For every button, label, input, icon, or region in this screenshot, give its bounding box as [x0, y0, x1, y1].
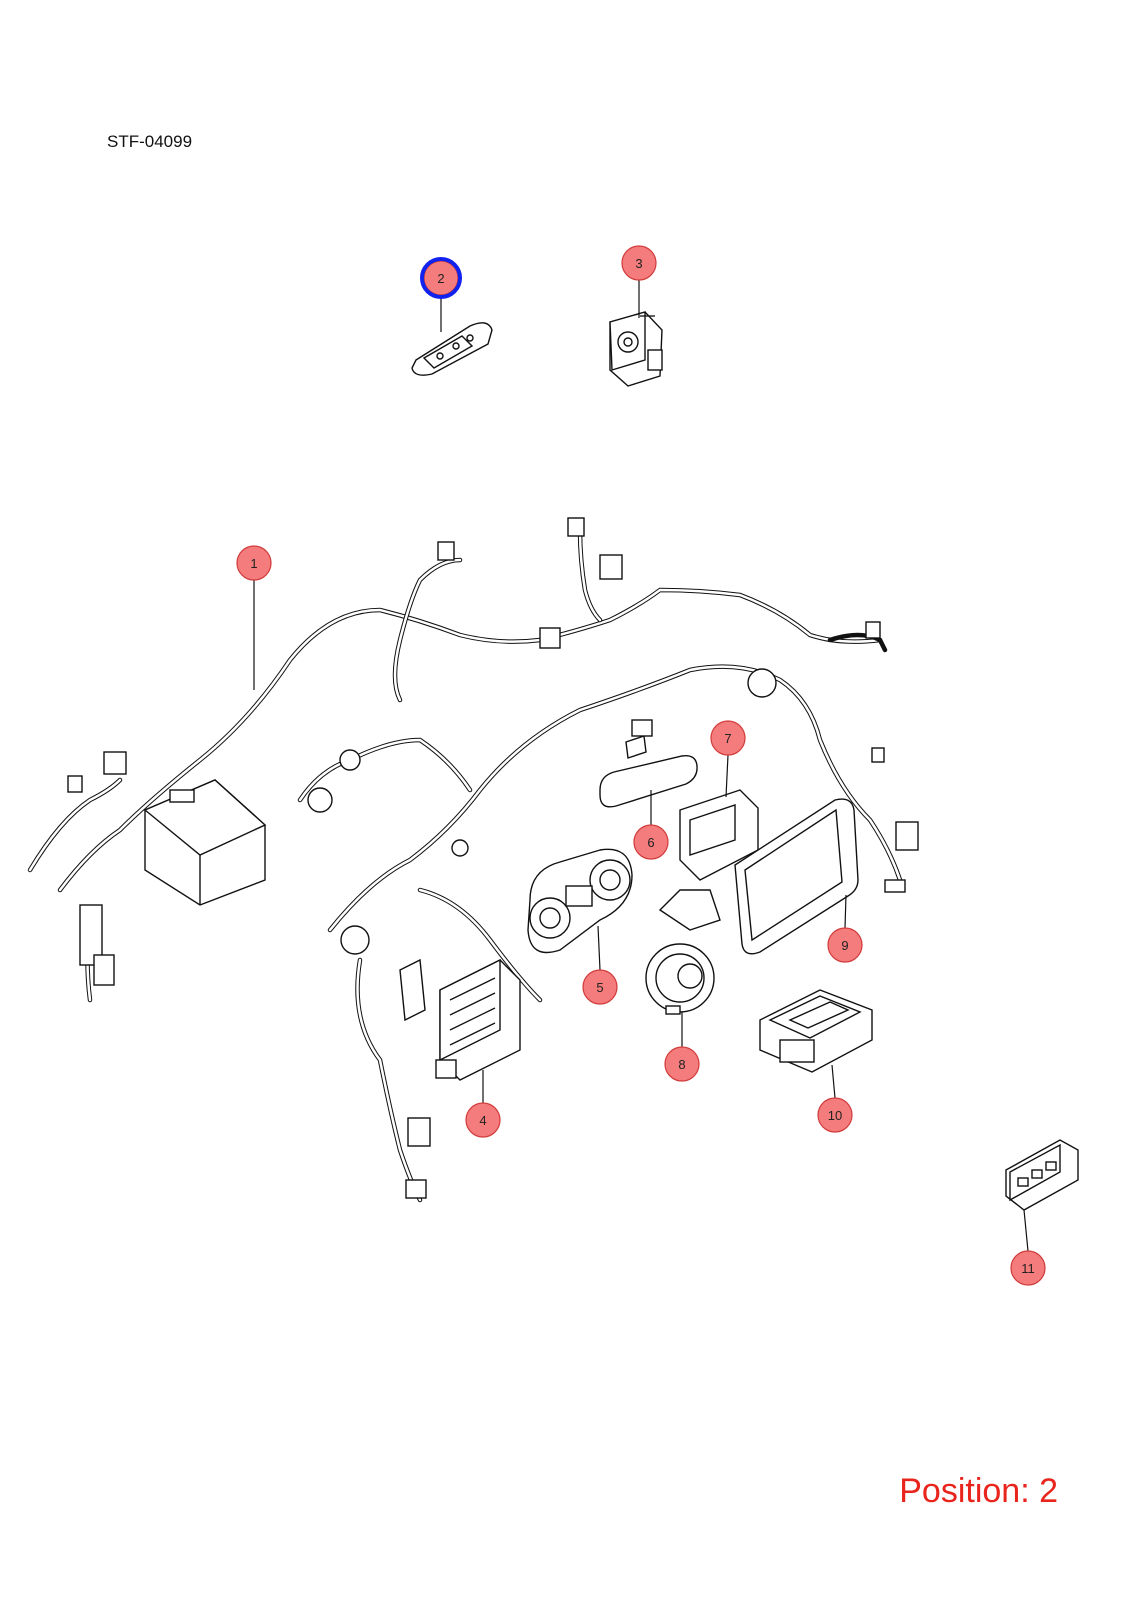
callout-2[interactable]: 2 — [420, 257, 462, 299]
callout-9-label: 9 — [841, 938, 848, 953]
callout-5-label: 5 — [596, 980, 603, 995]
callout-7-label: 7 — [724, 731, 731, 746]
callout-4-label: 4 — [479, 1113, 486, 1128]
position-label: Position: 2 — [899, 1472, 1058, 1510]
instrument-cluster-part[interactable] — [527, 848, 633, 954]
clock-spring-part[interactable] — [645, 943, 715, 1015]
control-module-part[interactable] — [759, 989, 873, 1073]
callout-10-label: 10 — [828, 1108, 842, 1123]
display-bracket-part[interactable] — [658, 789, 759, 931]
callout-6[interactable]: 6 — [633, 824, 669, 860]
rearview-mirror-part[interactable] — [599, 719, 698, 808]
callout-11-label: 11 — [1021, 1261, 1035, 1276]
callout-6-label: 6 — [647, 835, 654, 850]
wiring-harness-part[interactable] — [27, 517, 919, 1203]
key-fob-part[interactable] — [411, 322, 493, 376]
callout-2-label: 2 — [437, 271, 444, 286]
callout-4[interactable]: 4 — [465, 1102, 501, 1138]
callout-5[interactable]: 5 — [582, 969, 618, 1005]
switch-panel-part[interactable] — [1005, 1139, 1079, 1211]
callout-3-label: 3 — [635, 256, 642, 271]
callout-10[interactable]: 10 — [817, 1097, 853, 1133]
callout-8-label: 8 — [678, 1057, 685, 1072]
drawing-code: STF-04099 — [107, 132, 193, 151]
antenna-module-part[interactable] — [609, 311, 663, 387]
touchscreen-display-part[interactable] — [734, 798, 859, 955]
callout-7[interactable]: 7 — [710, 720, 746, 756]
callout-1-label: 1 — [250, 556, 257, 571]
callout-11[interactable]: 11 — [1010, 1250, 1046, 1286]
callout-3[interactable]: 3 — [621, 245, 657, 281]
callout-9[interactable]: 9 — [827, 927, 863, 963]
selection-ring — [420, 257, 462, 299]
leader-lines — [253, 280, 1029, 1252]
callout-1[interactable]: 1 — [236, 545, 272, 581]
callout-8[interactable]: 8 — [664, 1046, 700, 1082]
